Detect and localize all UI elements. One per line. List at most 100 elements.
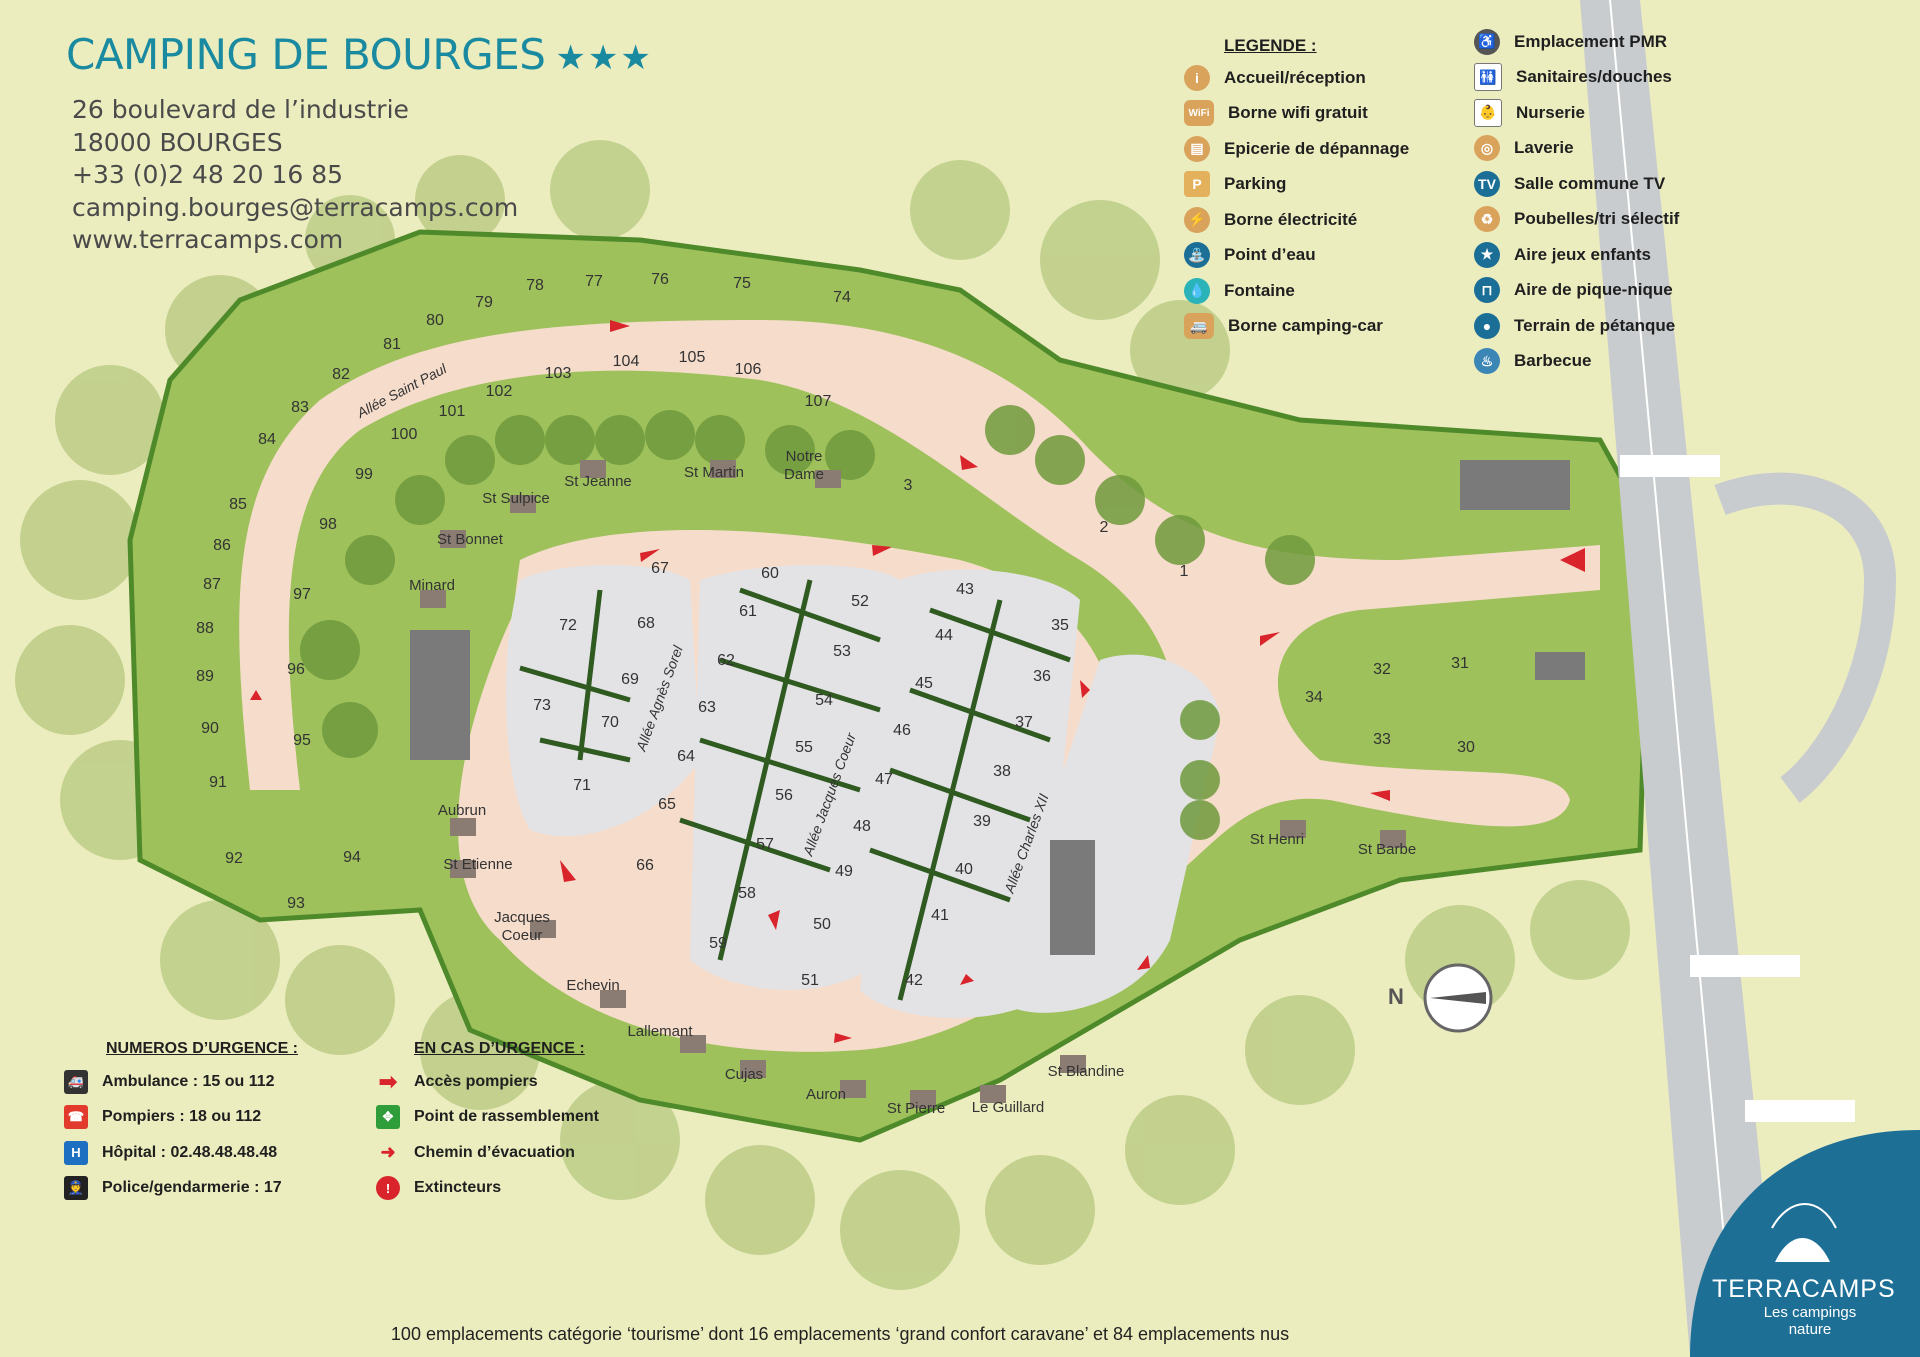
pitch-number: 95 <box>293 732 311 749</box>
pitch-number: 42 <box>905 972 923 989</box>
pitch-number: 91 <box>209 774 227 791</box>
pitch-number: 88 <box>196 620 214 637</box>
pitch-number: 59 <box>709 935 727 952</box>
pitch-number: 44 <box>935 627 953 644</box>
chalet-label: St Etienne <box>443 856 512 873</box>
highway-line <box>1609 0 1736 1357</box>
chalet-label: Minard <box>409 577 455 594</box>
chalet-label: St Henri <box>1250 831 1304 848</box>
pitch-number: 60 <box>761 565 779 582</box>
pitch-number: 74 <box>833 289 851 306</box>
pitch-number: 58 <box>738 885 756 902</box>
electric-icon: ⚡ <box>1184 206 1210 233</box>
hedges <box>300 405 1315 840</box>
emergency-numbers: NUMEROS D’URGENCE : 🚑Ambulance : 15 ou 1… <box>64 1040 298 1206</box>
pitch-number: 78 <box>526 277 544 294</box>
pitch-number: 30 <box>1457 739 1475 756</box>
legend-item: ♻Poubelles/tri sélectif <box>1474 202 1679 238</box>
website-link[interactable]: www.terracamps.com <box>72 225 344 254</box>
pitch-number: 62 <box>717 652 735 669</box>
pitch-number: 2 <box>1100 519 1109 536</box>
evacuation-arrows <box>250 320 1585 1043</box>
crosswalks <box>1620 455 1855 1122</box>
evacuation-arrow-icon: ➜ <box>380 1142 396 1163</box>
email-link[interactable]: camping.bourges@terracamps.com <box>72 192 519 222</box>
recycle-icon: ♻ <box>1474 206 1500 233</box>
pitch-number: 93 <box>287 895 305 912</box>
shop-icon: ▤ <box>1184 135 1210 162</box>
chalet-label: Le Guillard <box>972 1099 1045 1116</box>
pitch-number: 94 <box>343 849 361 866</box>
emergency-item: ➜Chemin d’évacuation <box>376 1135 599 1171</box>
compass-needle <box>1430 992 1486 1004</box>
pitch-number: 70 <box>601 714 619 731</box>
chalet-label: St Barbe <box>1358 841 1416 858</box>
chalet-label: St Pierre <box>887 1100 945 1117</box>
pitch-number: 48 <box>853 818 871 835</box>
legend-item: 🚻Sanitaires/douches <box>1474 60 1679 96</box>
pitch-number: 89 <box>196 668 214 685</box>
sanitary-icon: 🚻 <box>1474 63 1502 92</box>
chalet-label: Jacques <box>494 909 550 926</box>
wheelchair-icon: ♿ <box>1474 28 1500 55</box>
pitch-number: 64 <box>677 748 695 765</box>
pitch-number: 43 <box>956 581 974 598</box>
pitch-number: 53 <box>833 643 851 660</box>
pitch-number: 69 <box>621 671 639 688</box>
pitch-number: 67 <box>651 560 669 577</box>
pitch-number: 65 <box>658 796 676 813</box>
brand-logo-tent-icon <box>1775 1238 1830 1262</box>
pitch-number: 54 <box>815 692 833 709</box>
emergency-item: ☎Pompiers : 18 ou 112 <box>64 1100 298 1136</box>
stars-rating: ★★★ <box>555 38 653 78</box>
footer-note: 100 emplacements catégorie ‘tourisme’ do… <box>390 1324 1290 1344</box>
pitch-number: 103 <box>545 365 572 382</box>
emergency-item: 🚑Ambulance : 15 ou 112 <box>64 1064 298 1100</box>
pitch-number: 73 <box>533 697 551 714</box>
legend-item: ♿Emplacement PMR <box>1474 24 1679 60</box>
pitch-number: 35 <box>1051 617 1069 634</box>
pitch-number: 38 <box>993 763 1011 780</box>
chalet-label: Notre <box>786 448 823 465</box>
chalet-label: Lallemant <box>627 1023 693 1040</box>
hedge-rows <box>519 579 1071 1001</box>
address-line2: 18000 BOURGES <box>72 127 283 157</box>
pitch-number: 98 <box>319 516 337 533</box>
legend-item: ♨Barbecue <box>1474 344 1679 380</box>
pitch-number: 82 <box>332 366 350 383</box>
legend-item: 🚐Borne camping-car <box>1184 309 1409 345</box>
parking-icon: P <box>1184 171 1210 198</box>
pitch-number: 57 <box>756 836 774 853</box>
pitch-zones <box>506 565 1220 1019</box>
emergency-item: !Extincteurs <box>376 1171 599 1207</box>
pitch-number: 76 <box>651 271 669 288</box>
pitch-number: 68 <box>637 615 655 632</box>
barbecue-icon: ♨ <box>1474 348 1500 375</box>
pitch-number: 34 <box>1305 689 1323 706</box>
emergency-numbers-title: NUMEROS D’URGENCE : <box>106 1040 299 1057</box>
pitch-number: 39 <box>973 813 991 830</box>
address-line1: 26 boulevard de l’industrie <box>72 95 409 124</box>
pitch-number: 72 <box>559 617 577 634</box>
legend-item: 👶Nurserie <box>1474 95 1679 131</box>
pitch-number: 99 <box>355 466 373 483</box>
pitch-number: 61 <box>739 603 757 620</box>
pitch-number: 51 <box>801 972 819 989</box>
chalet-label: St Sulpice <box>482 490 550 507</box>
chalet-label: Aubrun <box>438 802 486 819</box>
pitch-number: 40 <box>955 861 973 878</box>
pitch-number: 104 <box>613 353 640 370</box>
pitch-number: 87 <box>203 576 221 593</box>
pitch-number: 36 <box>1033 668 1051 685</box>
wifi-icon: WiFi <box>1184 100 1214 127</box>
assembly-point-icon: ✥ <box>376 1105 400 1130</box>
title-text: CAMPING DE BOURGES <box>66 30 546 79</box>
pitch-number: 56 <box>775 787 793 804</box>
chalet-label: St Martin <box>684 464 744 481</box>
pitch-number: 52 <box>851 593 869 610</box>
